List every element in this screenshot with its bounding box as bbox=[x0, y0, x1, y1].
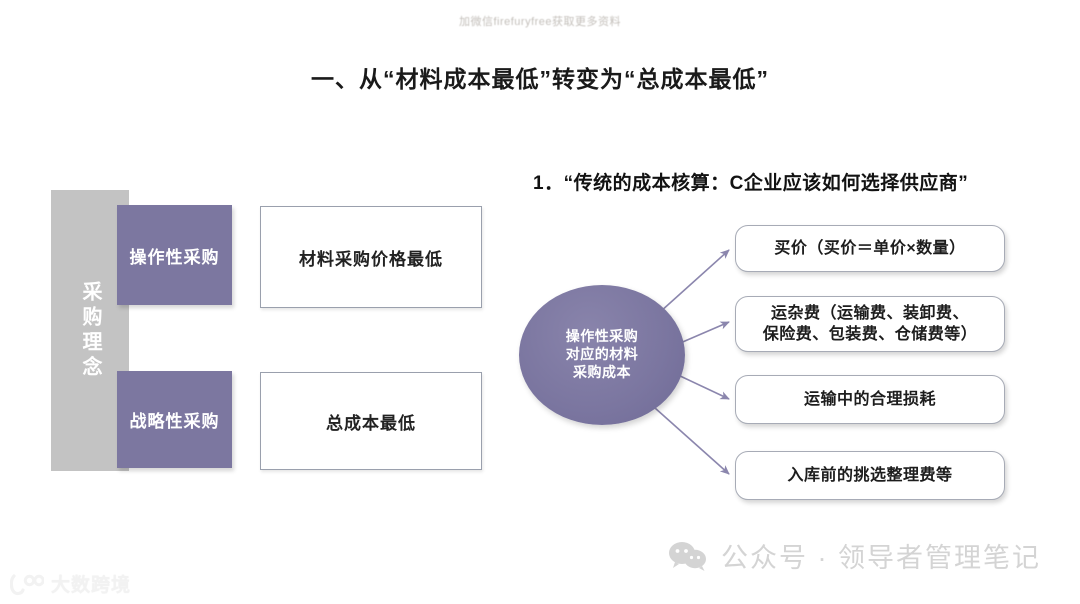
outline-box-label: 材料采购价格最低 bbox=[299, 249, 443, 269]
purple-box-label: 战略性采购 bbox=[129, 412, 220, 431]
cost-item-line-1: 运杂费（运输费、装卸费、 bbox=[770, 304, 969, 322]
page-title: 一、从“材料成本最低”转变为“总成本最低” bbox=[311, 66, 769, 92]
purple-box-strategic-procurement: 战略性采购 bbox=[117, 371, 232, 468]
connector-arrow-1 bbox=[659, 249, 730, 313]
outline-box-label: 总成本最低 bbox=[326, 413, 416, 433]
cost-item-box-sorting-fee: 入库前的挑选整理费等 bbox=[735, 451, 1005, 500]
cost-item-label-multiline: 运杂费（运输费、装卸费、 保险费、包装费、仓储费等） bbox=[763, 303, 978, 345]
connector-arrow-3 bbox=[677, 374, 730, 400]
outline-box-material-price-lowest: 材料采购价格最低 bbox=[260, 206, 482, 308]
cost-item-label: 入库前的挑选整理费等 bbox=[787, 466, 953, 484]
wechat-icon bbox=[669, 541, 706, 571]
hub-circle-line-3: 采购成本 bbox=[573, 363, 631, 380]
hub-circle-operational-material-cost: 操作性采购 对应的材料 采购成本 bbox=[519, 285, 685, 425]
purple-box-label: 操作性采购 bbox=[129, 247, 220, 267]
hub-circle-line-2: 对应的材料 bbox=[565, 346, 639, 363]
section-heading-traditional-cost: 1．“传统的成本核算：C企业应该如何选择供应商” bbox=[533, 173, 969, 194]
brand-logo: 大数跨境 bbox=[10, 570, 131, 597]
cost-item-box-transit-loss: 运输中的合理损耗 bbox=[735, 375, 1005, 424]
cost-item-box-freight-misc: 运杂费（运输费、装卸费、 保险费、包装费、仓储费等） bbox=[735, 296, 1005, 352]
outline-box-total-cost-lowest: 总成本最低 bbox=[260, 372, 482, 470]
cost-item-label: 运输中的合理损耗 bbox=[803, 390, 936, 408]
connector-arrow-2 bbox=[677, 321, 730, 345]
hub-circle-line-1: 操作性采购 bbox=[565, 328, 639, 345]
cost-item-box-purchase-price: 买价（买价＝单价×数量） bbox=[735, 225, 1005, 272]
cost-item-line-2: 保险费、包装费、仓储费等） bbox=[762, 326, 978, 343]
procurement-concept-label: 采购理念 bbox=[79, 280, 101, 381]
wechat-watermark: 公众号 · 领导者管理笔记 bbox=[668, 536, 1041, 575]
procurement-concept-band bbox=[51, 190, 129, 471]
connector-arrow-4 bbox=[654, 407, 730, 475]
top-watermark-text: 加微信firefuryfree获取更多资料 bbox=[458, 16, 622, 28]
dashuakuajing-logo-icon bbox=[10, 573, 44, 595]
brand-logo-text: 大数跨境 bbox=[51, 575, 132, 596]
cost-item-label: 买价（买价＝单价×数量） bbox=[774, 239, 966, 257]
wechat-watermark-text: 公众号 · 领导者管理笔记 bbox=[721, 543, 1041, 573]
purple-box-operational-procurement: 操作性采购 bbox=[117, 205, 232, 305]
